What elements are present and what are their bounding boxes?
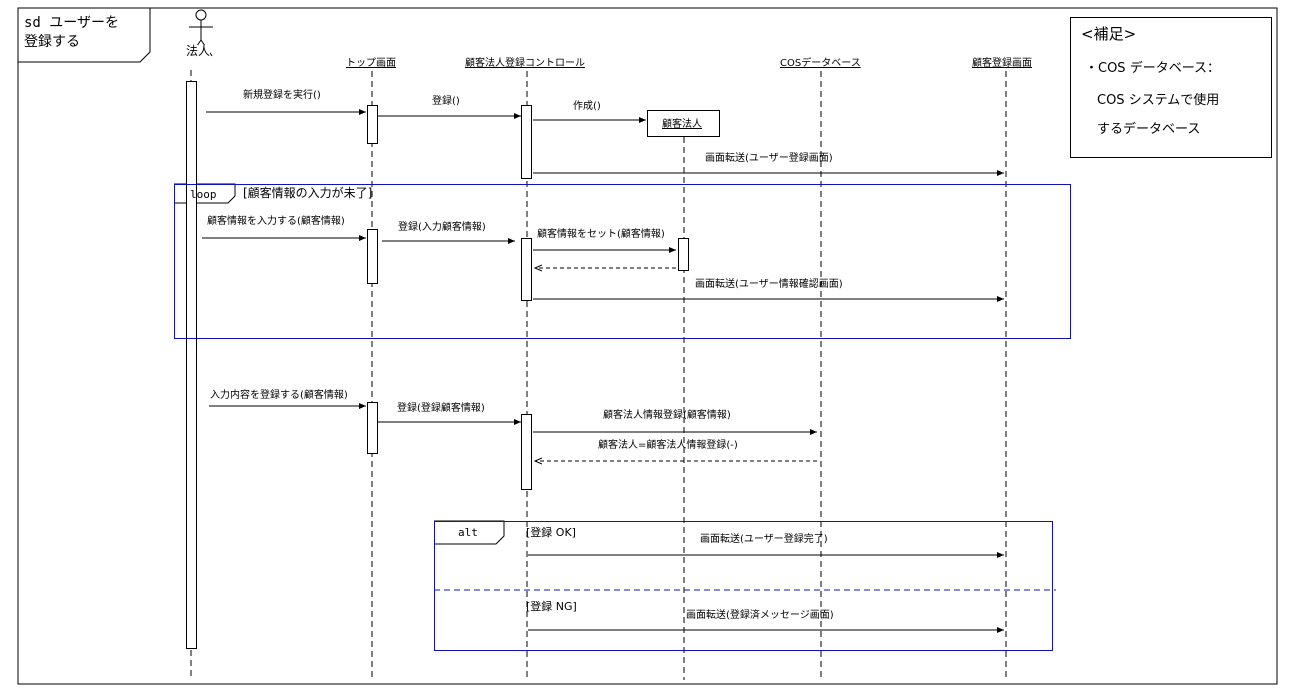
top-activation-3 [367, 402, 378, 454]
msg-label-14: 画面転送(登録済メッセージ画面) [686, 610, 834, 621]
lifeline-header-cos: COSデータベース [780, 58, 861, 69]
lifeline-header-top: トップ画面 [346, 58, 396, 69]
controller-activation-1 [521, 105, 532, 179]
lifeline-header-controller: 顧客法人登録コントロール [465, 58, 585, 69]
alt-guard-ng: [登録 NG] [526, 600, 577, 613]
loop-guard: [顧客情報の入力が未了] [243, 186, 373, 200]
customer-object-box: 顧客法人 [647, 110, 720, 137]
outer-frame [17, 7, 1278, 685]
msg-label-2: 登録() [432, 96, 460, 107]
loop-keyword: loop [190, 188, 217, 201]
msg-label-1: 新規登録を実行() [243, 90, 321, 101]
msg-label-3: 作成() [573, 101, 601, 112]
msg-label-10: 登録(登録顧客情報) [397, 403, 485, 414]
controller-activation-3 [521, 414, 532, 490]
lifeline-header-register-screen: 顧客登録画面 [972, 58, 1032, 69]
customer-object-label: 顧客法人 [662, 119, 702, 130]
msg-label-8: 画面転送(ユーザー情報確認画面) [695, 279, 843, 290]
controller-activation-2 [521, 238, 532, 301]
actor-label: 法人 [186, 44, 211, 58]
msg-label-9: 入力内容を登録する(顧客情報) [210, 390, 348, 401]
msg-label-5: 顧客情報を入力する(顧客情報) [207, 216, 345, 227]
frame-label-line2: 登録する [24, 34, 80, 50]
top-activation-1 [367, 105, 378, 144]
frame-label-line1: sd ユーザーを [24, 15, 120, 31]
actor-activation-bar [186, 81, 197, 649]
msg-label-7: 顧客情報をセット(顧客情報) [537, 229, 665, 240]
frame-label-pentagon [18, 7, 151, 63]
msg-label-13: 画面転送(ユーザー登録完了) [700, 534, 828, 545]
note-box: <補足> ・COS データベース： COS システムで使用 するデータベース [1070, 17, 1272, 158]
note-line3: するデータベース [1097, 122, 1201, 137]
msg-label-6: 登録(入力顧客情報) [398, 222, 486, 233]
msg-label-11: 顧客法人情報登録(顧客情報) [603, 410, 731, 421]
loop-frame [174, 184, 1071, 339]
alt-keyword: alt [458, 526, 478, 539]
alt-guard-ok: [登録 OK] [526, 526, 576, 539]
customer-activation [678, 238, 689, 271]
note-line1: ・COS データベース： [1085, 61, 1221, 76]
alt-frame [434, 521, 1053, 651]
top-activation-2 [367, 229, 378, 284]
msg-label-12: 顧客法人=顧客法人情報登録(-) [598, 440, 738, 451]
msg-label-4: 画面転送(ユーザー登録画面) [705, 153, 833, 164]
note-line2: COS システムで使用 [1097, 93, 1220, 108]
note-title: <補足> [1081, 25, 1137, 43]
